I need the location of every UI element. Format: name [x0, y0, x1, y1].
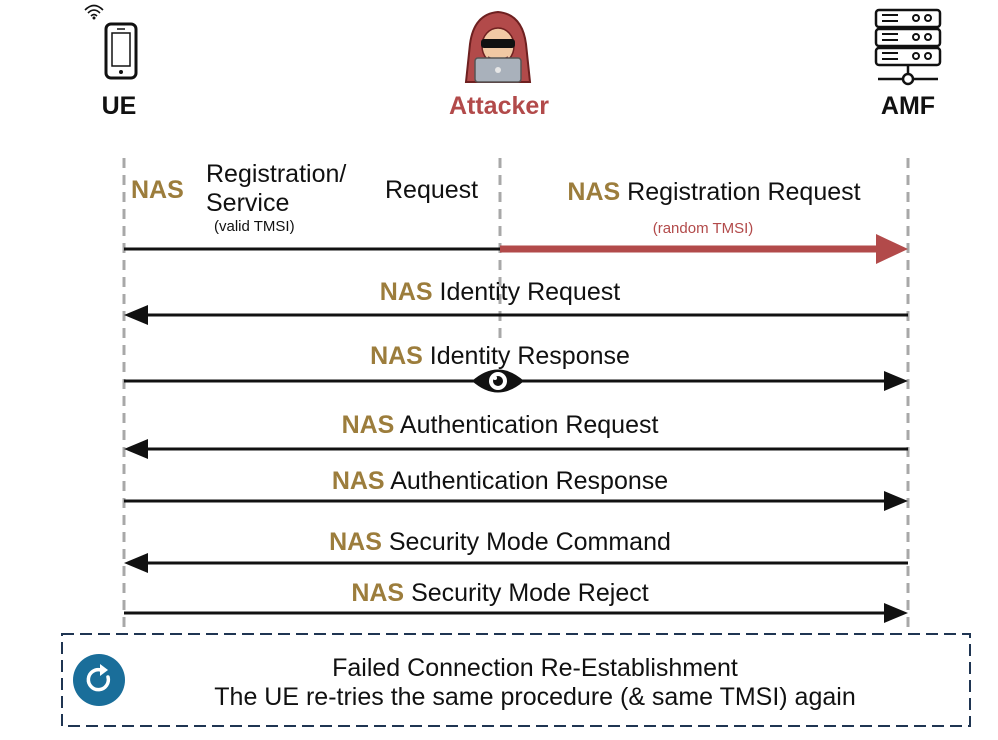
message-text-right: Request: [385, 176, 478, 204]
nas-tag: NAS: [567, 178, 620, 206]
nas-tag: NAS: [380, 278, 433, 306]
message-6: NAS Security Mode Reject: [124, 579, 908, 623]
server-icon: [874, 8, 942, 86]
message-arrowhead: [124, 439, 148, 459]
attacker-registration-message: NAS Registration Request (random TMSI): [500, 178, 908, 264]
message-arrowhead: [884, 603, 908, 623]
message-label: NAS Authentication Request: [342, 411, 659, 439]
message-arrowhead: [124, 553, 148, 573]
nas-tag: NAS: [332, 467, 385, 495]
message-text: Authentication Response: [385, 467, 669, 495]
note-line1: Failed Connection Re-Establishment: [332, 654, 738, 682]
message-arrowhead: [884, 371, 908, 391]
attacker-message-text: NAS Registration Request: [567, 178, 860, 206]
message-arrowhead: [124, 305, 148, 325]
message-text: Security Mode Command: [382, 528, 671, 556]
attacker-to-amf-arrowhead: [876, 234, 908, 264]
message-arrowhead: [884, 491, 908, 511]
nas-tag: NAS: [351, 579, 404, 607]
message-5: NAS Security Mode Command: [124, 528, 908, 573]
eye-icon: [472, 369, 524, 393]
smartphone-icon: [84, 4, 138, 80]
message-text-line1: Registration/: [206, 160, 346, 188]
note-box: [61, 633, 971, 727]
message-subtext: (valid TMSI): [214, 218, 295, 235]
message-label: NAS Identity Response: [370, 342, 630, 370]
amf-label: AMF: [881, 92, 935, 120]
note-line2: The UE re-tries the same procedure (& sa…: [214, 683, 855, 711]
nas-tag: NAS: [370, 342, 423, 370]
message-text: Authentication Request: [394, 411, 658, 439]
hooded-hacker-icon: [464, 10, 532, 83]
nas-tag: NAS: [131, 176, 184, 204]
message-label: NAS Authentication Response: [332, 467, 668, 495]
message-4: NAS Authentication Response: [124, 467, 908, 511]
message-3: NAS Authentication Request: [124, 411, 908, 459]
retry-icon: [73, 654, 125, 706]
message-text: Security Mode Reject: [404, 579, 649, 607]
re-establishment-note: Failed Connection Re-Establishment The U…: [61, 633, 971, 727]
message-label: NAS Identity Request: [380, 278, 620, 306]
ue-registration-message: NAS Registration/ Service Request (valid…: [124, 160, 500, 251]
message-text: Identity Request: [433, 278, 621, 306]
nas-tag: NAS: [329, 528, 382, 556]
message-1: NAS Identity Request: [124, 278, 908, 325]
attacker-label: Attacker: [449, 92, 549, 120]
message-text: Identity Response: [423, 342, 630, 370]
nas-tag: NAS: [342, 411, 395, 439]
message-label: NAS Security Mode Reject: [351, 579, 648, 607]
message-label: NAS Security Mode Command: [329, 528, 671, 556]
ue-label: UE: [102, 92, 137, 120]
message-label: Registration Request: [620, 178, 860, 206]
attacker-message-subtext: (random TMSI): [653, 220, 754, 237]
message-text-line2: Service: [206, 189, 289, 217]
